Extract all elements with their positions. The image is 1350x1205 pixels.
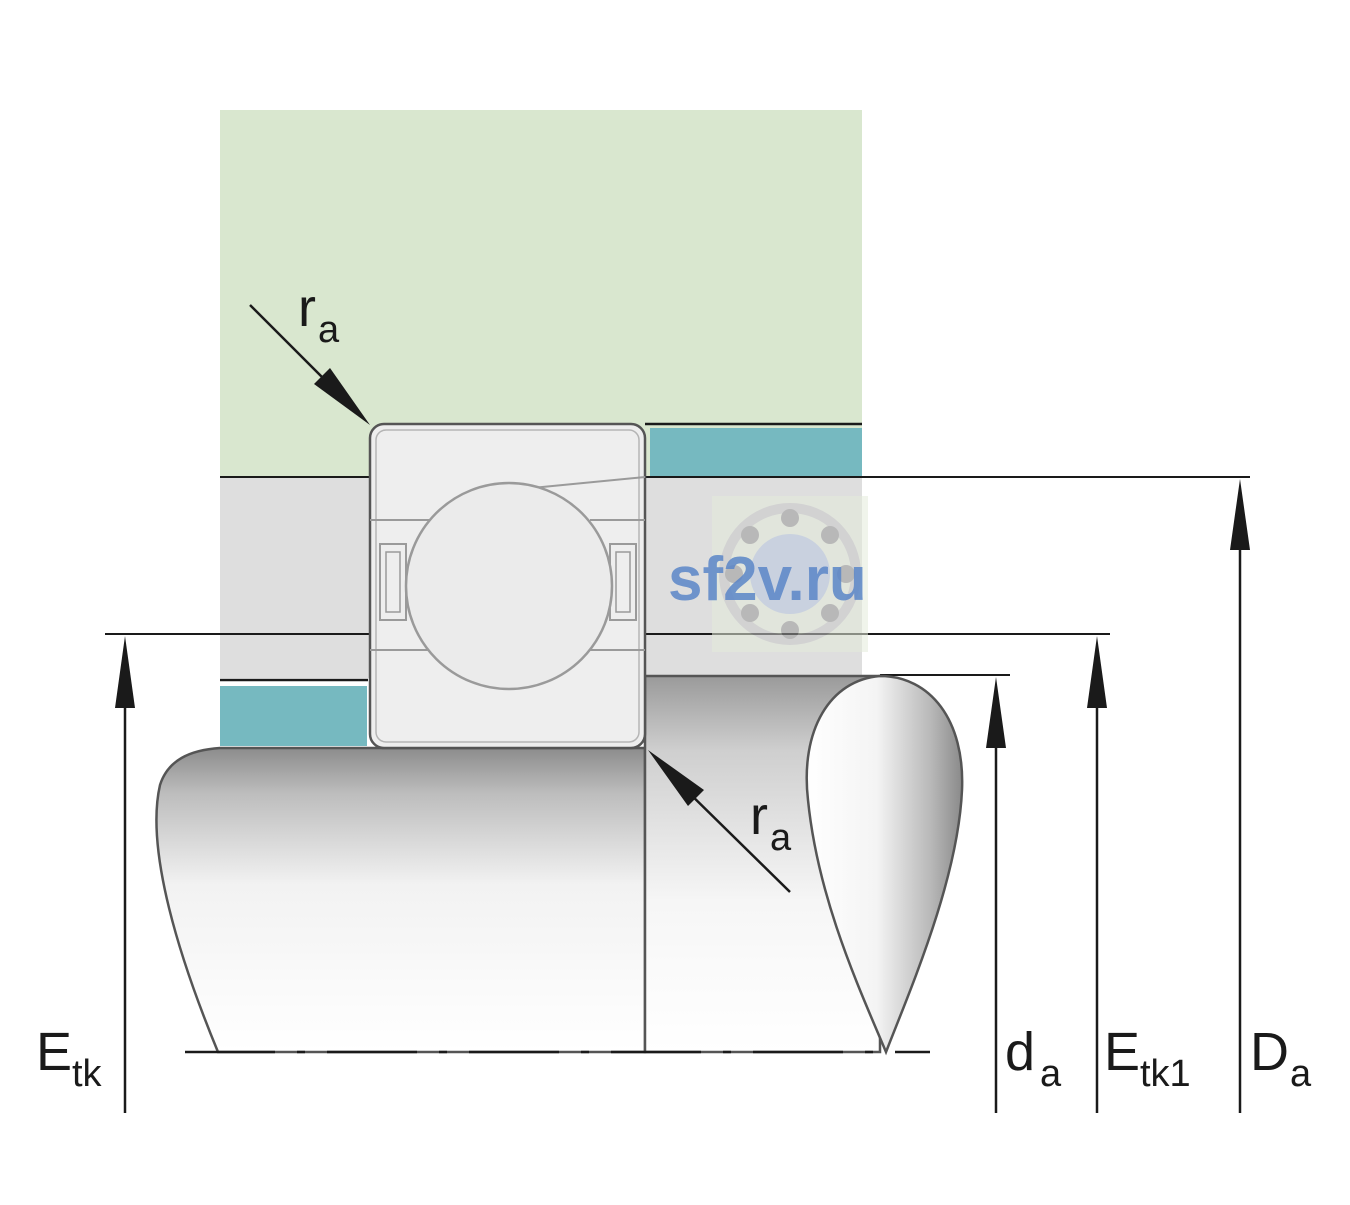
label-Da-sub: a bbox=[1290, 1053, 1312, 1095]
arrow-ra-top bbox=[314, 368, 370, 425]
label-etk-sub: tk bbox=[72, 1053, 103, 1095]
label-etk: E tk bbox=[36, 1022, 103, 1095]
housing-inner-band-left bbox=[220, 478, 370, 678]
label-etk1: E tk1 bbox=[1104, 1022, 1191, 1095]
label-etk1-sub: tk1 bbox=[1140, 1053, 1191, 1095]
arrow-Da bbox=[1230, 479, 1250, 550]
seal-bottom-left bbox=[220, 686, 367, 746]
cage-left-inner bbox=[385, 551, 401, 613]
label-ra-bottom-main: r bbox=[750, 786, 768, 846]
cage-right-inner bbox=[615, 551, 631, 613]
bearing-ball bbox=[404, 481, 614, 691]
arrow-da bbox=[986, 677, 1006, 748]
label-etk1-main: E bbox=[1104, 1022, 1140, 1082]
label-Da-main: D bbox=[1250, 1022, 1289, 1082]
arrow-etk bbox=[115, 636, 135, 708]
shaft-end-face bbox=[805, 674, 964, 1056]
watermark-text: sf2v.ru bbox=[668, 545, 867, 614]
label-da-main: d bbox=[1005, 1022, 1035, 1082]
label-ra-bottom-sub: a bbox=[770, 817, 792, 859]
label-da: d a bbox=[1005, 1022, 1062, 1095]
arrow-etk1 bbox=[1087, 636, 1107, 708]
label-ra-top-sub: a bbox=[318, 309, 340, 351]
bearing-inner-outline bbox=[375, 429, 640, 743]
shaft-left-body bbox=[155, 746, 647, 1054]
label-Da: D a bbox=[1250, 1022, 1312, 1095]
bearing-contact-line bbox=[531, 476, 646, 489]
label-da-sub: a bbox=[1040, 1053, 1062, 1095]
leader-ra-bottom bbox=[679, 783, 791, 893]
label-ra-top: r a bbox=[298, 278, 340, 351]
housing-block bbox=[220, 110, 862, 478]
label-ra-bottom: r a bbox=[750, 786, 792, 859]
seal-top-right bbox=[650, 428, 862, 476]
watermark-logo bbox=[712, 496, 868, 652]
label-ra-top-main: r bbox=[298, 278, 316, 338]
label-etk-main: E bbox=[36, 1022, 72, 1082]
arrow-ra-bottom bbox=[648, 750, 704, 806]
